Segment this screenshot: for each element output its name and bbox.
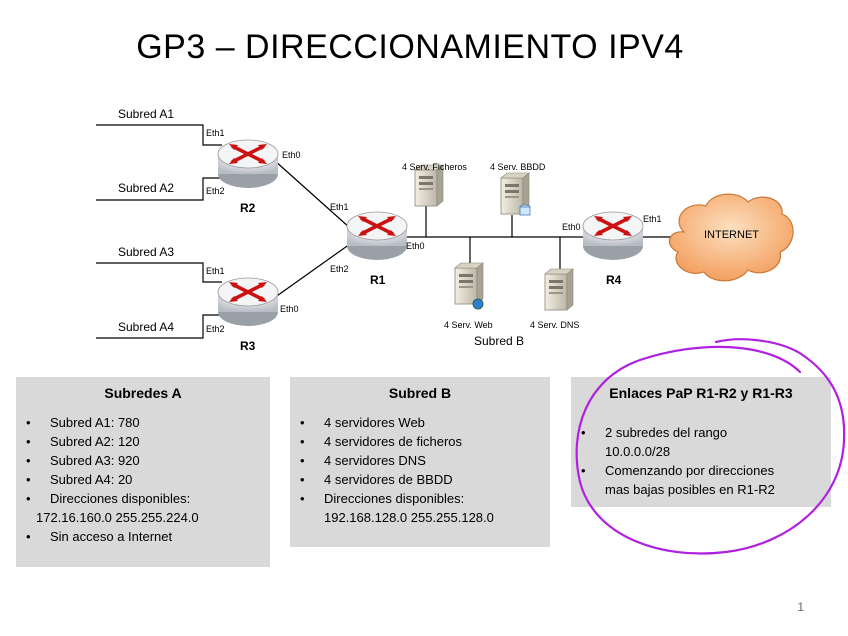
router-r4-label: R4 (606, 273, 622, 287)
internet-cloud-icon (668, 193, 794, 282)
subnet-b-title: Subred B (388, 385, 452, 401)
subnet-a2-label: Subred A2 (118, 181, 174, 195)
list-item: •Subred A2: 120 (26, 434, 140, 449)
r3-eth2-label: Eth2 (206, 324, 225, 334)
list-item: •Subred A3: 920 (26, 453, 140, 468)
list-item: •4 servidores de BBDD (300, 472, 453, 487)
list-item: •Subred A1: 780 (26, 415, 140, 430)
list-item: •Direcciones disponibles:192.168.128.0 2… (300, 491, 494, 525)
subnets-a-box: Subredes A •Subred A1: 780 •Subred A2: 1… (16, 377, 270, 567)
pap-links-box: Enlaces PaP R1-R2 y R1-R3 •2 subredes de… (571, 377, 831, 507)
r1-eth0-label: Eth0 (406, 241, 425, 251)
internet-label: INTERNET (704, 229, 759, 241)
list-item: •Direcciones disponibles:172.16.160.0 25… (26, 491, 199, 525)
r2-eth2-label: Eth2 (206, 186, 225, 196)
database-server-label: 4 Serv. BBDD (490, 162, 546, 172)
subnet-a3-label: Subred A3 (118, 245, 174, 259)
list-item: •4 servidores DNS (300, 453, 426, 468)
r1-eth2-label: Eth2 (330, 264, 349, 274)
r2-eth0-label: Eth0 (282, 150, 301, 160)
subnet-b-box: Subred B •4 servidores Web •4 servidores… (290, 377, 550, 547)
r1-eth1-label: Eth1 (330, 202, 349, 212)
subnets-a-title: Subredes A (104, 385, 182, 401)
subnets-a-list: •Subred A1: 780 •Subred A2: 120 •Subred … (16, 413, 270, 546)
list-item: •4 servidores de ficheros (300, 434, 463, 449)
page-title: GP3 – DIRECCIONAMIENTO IPV4 (136, 28, 684, 66)
subnet-b-label: Subred B (474, 334, 524, 348)
file-server-label: 4 Serv. Ficheros (402, 162, 467, 172)
pap-links-title: Enlaces PaP R1-R2 y R1-R3 (609, 385, 793, 401)
router-r2-label: R2 (240, 201, 256, 215)
r4-eth1-label: Eth1 (643, 214, 662, 224)
router-r1-label: R1 (370, 273, 386, 287)
r4-eth0-label: Eth0 (562, 222, 581, 232)
database-icon-body (519, 206, 531, 216)
network-diagram: Subred A1 Subred A2 Subred A3 Subred A4 … (96, 107, 794, 353)
router-r3-label: R3 (240, 339, 256, 353)
r3-eth0-label: Eth0 (280, 304, 299, 314)
subnet-a-links (96, 124, 672, 339)
list-item: •4 servidores Web (300, 415, 425, 430)
r3-eth1-label: Eth1 (206, 266, 225, 276)
page-number: 1 (797, 600, 804, 614)
r2-eth1-label: Eth1 (206, 128, 225, 138)
list-item: •Sin acceso a Internet (26, 529, 173, 544)
subnet-a4-label: Subred A4 (118, 320, 174, 334)
subnet-b-list: •4 servidores Web •4 servidores de fiche… (290, 413, 550, 527)
web-server-label: 4 Serv. Web (444, 320, 493, 330)
list-item: •Subred A4: 20 (26, 472, 133, 487)
dns-server-label: 4 Serv. DNS (530, 320, 579, 330)
subnet-a1-label: Subred A1 (118, 107, 174, 121)
globe-icon (472, 298, 484, 310)
